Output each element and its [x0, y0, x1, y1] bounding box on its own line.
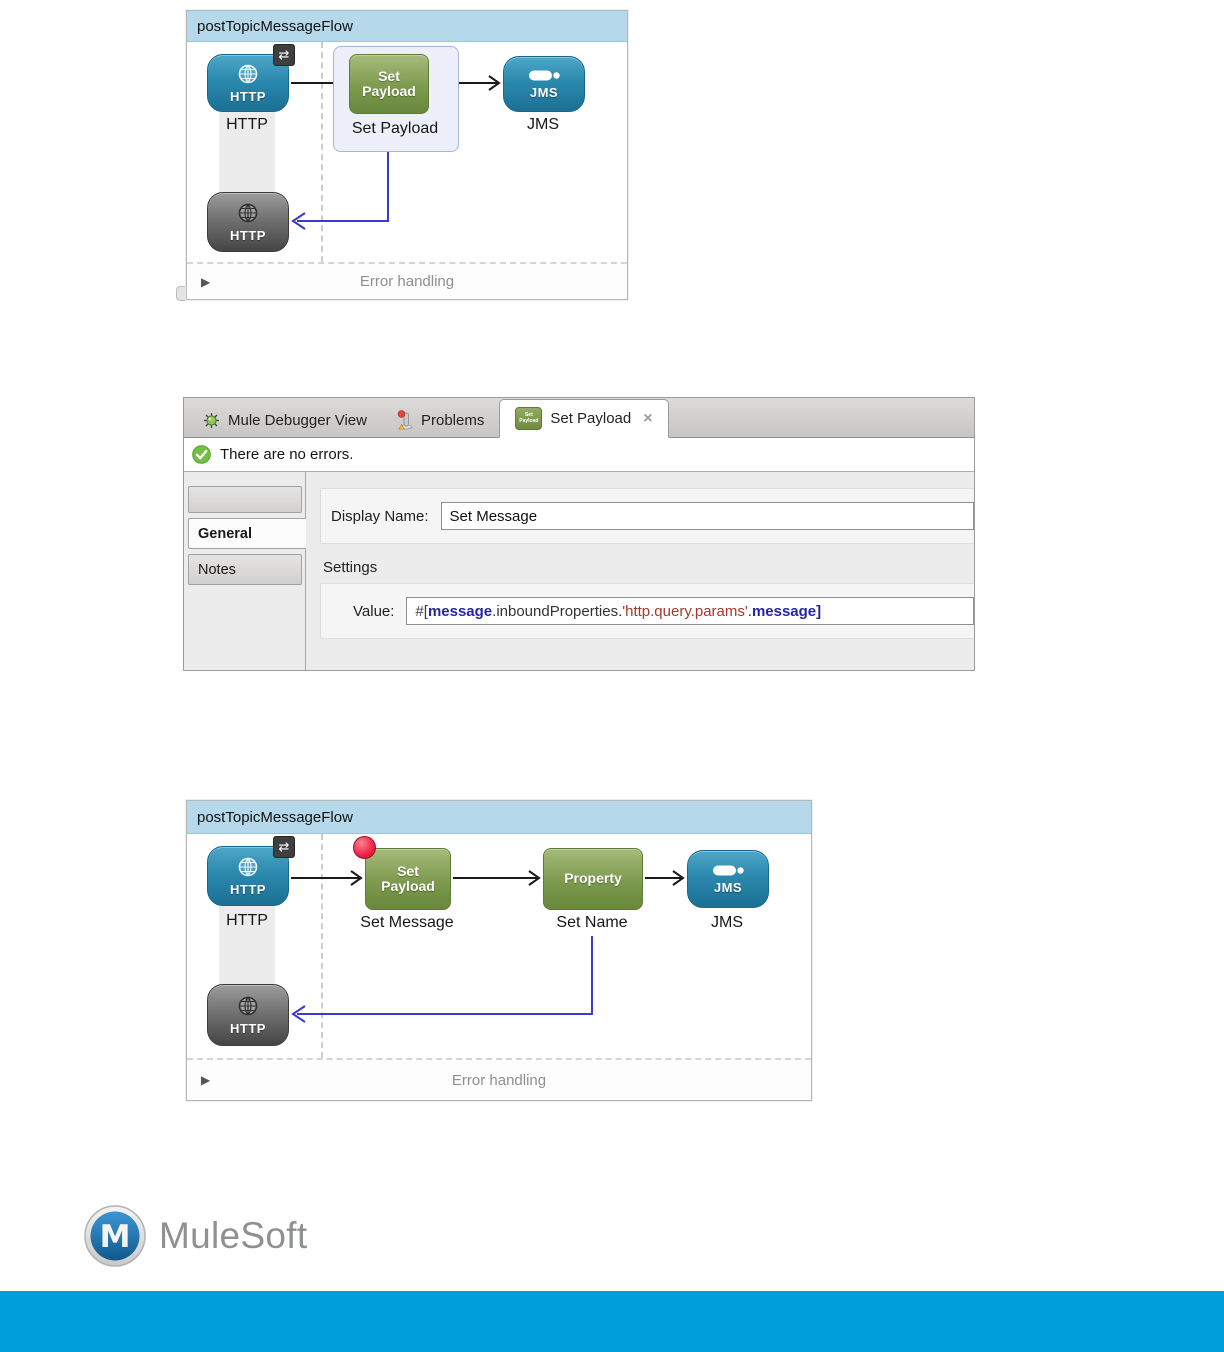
cylinder-icon	[713, 865, 744, 876]
footer-bar	[0, 1291, 1224, 1352]
node-icon-text: HTTP	[230, 881, 266, 897]
globe-icon	[238, 857, 258, 876]
tab-bar: Mule Debugger View Problems Set Payload …	[184, 398, 974, 438]
node-label-set-payload: Set Payload	[351, 120, 439, 137]
flow-lane-divider	[321, 42, 323, 262]
panel-body: General Notes Display Name: Settings Val…	[184, 472, 974, 670]
jms-node[interactable]: JMS	[503, 56, 585, 112]
node-icon-text: JMS	[713, 880, 743, 895]
tab-set-payload[interactable]: Set Payload Set Payload ×	[499, 399, 669, 438]
error-handling-section[interactable]: ▶ Error handling	[187, 1058, 811, 1100]
sidebar: General Notes	[184, 472, 306, 670]
value-label: Value:	[353, 602, 395, 620]
error-handling-section[interactable]: ▶ Error handling	[187, 262, 627, 299]
connector-band	[219, 906, 275, 988]
flow-title-bar[interactable]: postTopicMessageFlow	[187, 801, 811, 834]
mulesoft-logo-mark: M	[84, 1205, 146, 1267]
value-row: Value: #[message.inboundProperties.'http…	[320, 583, 974, 639]
cylinder-icon	[529, 70, 560, 81]
globe-icon	[238, 996, 258, 1015]
globe-icon	[238, 64, 258, 83]
display-name-row: Display Name:	[320, 488, 974, 544]
flow-canvas-1: postTopicMessageFlow HTTP	[186, 10, 628, 300]
error-handling-label: Error handling	[359, 273, 455, 290]
node-label-http: HTTP	[226, 116, 268, 133]
expand-triangle-icon[interactable]: ▶	[201, 1073, 211, 1087]
set-payload-node[interactable]: Set Payload	[349, 54, 429, 114]
set-payload-tab-icon: Set Payload	[515, 407, 543, 430]
http-response-node[interactable]: HTTP	[207, 192, 289, 252]
globe-icon	[238, 203, 258, 222]
node-icon-text: HTTP	[230, 227, 266, 243]
node-label-set-message: Set Message	[360, 914, 454, 931]
flow-canvas-2: postTopicMessageFlow HTTP	[186, 800, 812, 1101]
node-label-set-name: Set Name	[556, 914, 628, 931]
display-name-label: Display Name:	[331, 507, 429, 525]
node-icon-text: Set Payload	[362, 67, 416, 99]
property-node[interactable]: Property	[543, 848, 643, 910]
value-input[interactable]: #[message.inboundProperties.'http.query.…	[406, 597, 974, 625]
flow-body: HTTP ⇄ HTTP Set Payload Set Payload JMS …	[187, 42, 627, 262]
http-response-node[interactable]: HTTP	[207, 984, 289, 1046]
sidebar-item-general[interactable]: General	[188, 518, 306, 549]
node-label-jms: JMS	[527, 116, 559, 133]
flow-lane-divider	[321, 834, 323, 1058]
node-icon-text: Property	[564, 870, 622, 887]
problems-icon	[397, 410, 413, 430]
node-icon-text: HTTP	[230, 1020, 266, 1036]
node-icon-text: Set Payload	[381, 862, 435, 894]
check-icon	[192, 445, 211, 464]
debugger-panel: Mule Debugger View Problems Set Payload …	[183, 397, 975, 671]
connector-band	[219, 110, 275, 198]
node-icon-text: HTTP	[230, 88, 266, 104]
node-label-jms: JMS	[711, 914, 743, 931]
tab-mule-debugger-view[interactable]: Mule Debugger View	[188, 403, 382, 437]
breakpoint-dot[interactable]	[353, 836, 376, 859]
bug-icon	[204, 412, 219, 428]
svg-text:M: M	[100, 1219, 131, 1255]
flow-title: postTopicMessageFlow	[197, 808, 353, 826]
sidebar-item-notes[interactable]: Notes	[188, 554, 302, 585]
flow-title: postTopicMessageFlow	[197, 17, 353, 35]
node-label-http: HTTP	[226, 912, 268, 929]
tab-problems[interactable]: Problems	[382, 403, 499, 437]
display-name-input[interactable]	[440, 502, 974, 530]
mulesoft-logo: M MuleSoft	[84, 1205, 307, 1267]
sync-badge-icon: ⇄	[273, 44, 295, 66]
sidebar-spacer	[188, 486, 302, 513]
flow-title-bar[interactable]: postTopicMessageFlow	[187, 11, 627, 42]
expand-triangle-icon[interactable]: ▶	[201, 274, 211, 289]
settings-label: Settings	[323, 559, 378, 576]
node-icon-text: JMS	[529, 85, 559, 100]
panel-content: Display Name: Settings Value: #[message.…	[306, 472, 974, 670]
flow-body: HTTP ⇄ HTTP Set Payload Set Message Prop…	[187, 834, 811, 1058]
status-bar: There are no errors.	[184, 438, 974, 472]
status-text: There are no errors.	[220, 446, 354, 463]
set-payload-node[interactable]: Set Payload	[365, 848, 451, 910]
logo-text: MuleSoft	[159, 1215, 308, 1256]
http-connector-node[interactable]: HTTP	[207, 54, 289, 112]
error-handling-label: Error handling	[451, 1071, 547, 1089]
close-icon[interactable]: ×	[643, 409, 653, 427]
sync-badge-icon: ⇄	[273, 836, 295, 858]
jms-node[interactable]: JMS	[687, 850, 769, 908]
